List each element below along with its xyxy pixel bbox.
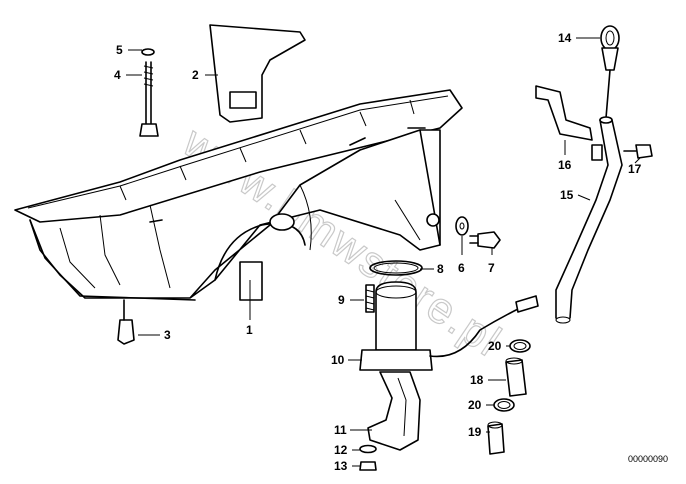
bolt-17[interactable] (623, 144, 653, 159)
callout-18: 18 (470, 373, 484, 387)
hose-clamp-20-bottom[interactable] (493, 398, 515, 412)
washer-5[interactable] (141, 48, 155, 56)
callout-17: 17 (628, 162, 642, 176)
callout-19: 19 (468, 425, 482, 439)
callout-14: 14 (558, 31, 572, 45)
callout-15: 15 (560, 188, 574, 202)
callout-16: 16 (558, 158, 572, 172)
callout-13: 13 (334, 459, 348, 473)
diagram-number: 00000090 (628, 454, 668, 464)
callout-12: 12 (334, 443, 348, 457)
dipstick-guide-tube-15[interactable] (555, 116, 623, 324)
baffle-plate[interactable] (209, 24, 306, 123)
long-bolt-4[interactable] (139, 61, 159, 137)
oil-pan[interactable] (14, 89, 463, 301)
callout-6: 6 (458, 261, 465, 275)
callout-7: 7 (488, 261, 495, 275)
callout-20-bottom: 20 (468, 398, 482, 412)
callout-20-top: 20 (488, 339, 502, 353)
washer-12[interactable] (359, 444, 377, 454)
drain-bolt-7[interactable] (469, 231, 501, 249)
callout-10: 10 (331, 353, 345, 367)
callout-8: 8 (437, 262, 444, 276)
callout-1: 1 (246, 323, 253, 337)
callouts: 1 2 3 4 5 6 7 8 9 10 11 12 13 14 15 16 1… (114, 31, 642, 473)
callout-11: 11 (334, 423, 347, 437)
dipstick-14[interactable] (600, 25, 620, 119)
oil-level-sensor-10[interactable] (359, 281, 539, 371)
washer-6[interactable] (455, 216, 469, 236)
leader-lines (126, 37, 641, 467)
oil-pickup-11[interactable] (367, 371, 421, 451)
hose-18[interactable] (505, 357, 527, 397)
hose-19[interactable] (487, 421, 505, 455)
stud-9[interactable] (365, 284, 375, 313)
callout-9: 9 (338, 293, 345, 307)
callout-5: 5 (116, 43, 123, 57)
nut-13[interactable] (359, 461, 377, 471)
callout-2: 2 (192, 68, 199, 82)
o-ring-8[interactable] (369, 260, 423, 276)
callout-3: 3 (164, 328, 171, 342)
callout-4: 4 (114, 68, 121, 82)
hose-clamp-20-top[interactable] (509, 339, 531, 353)
bracket-16[interactable] (535, 85, 603, 161)
bolt-3[interactable] (117, 299, 135, 345)
